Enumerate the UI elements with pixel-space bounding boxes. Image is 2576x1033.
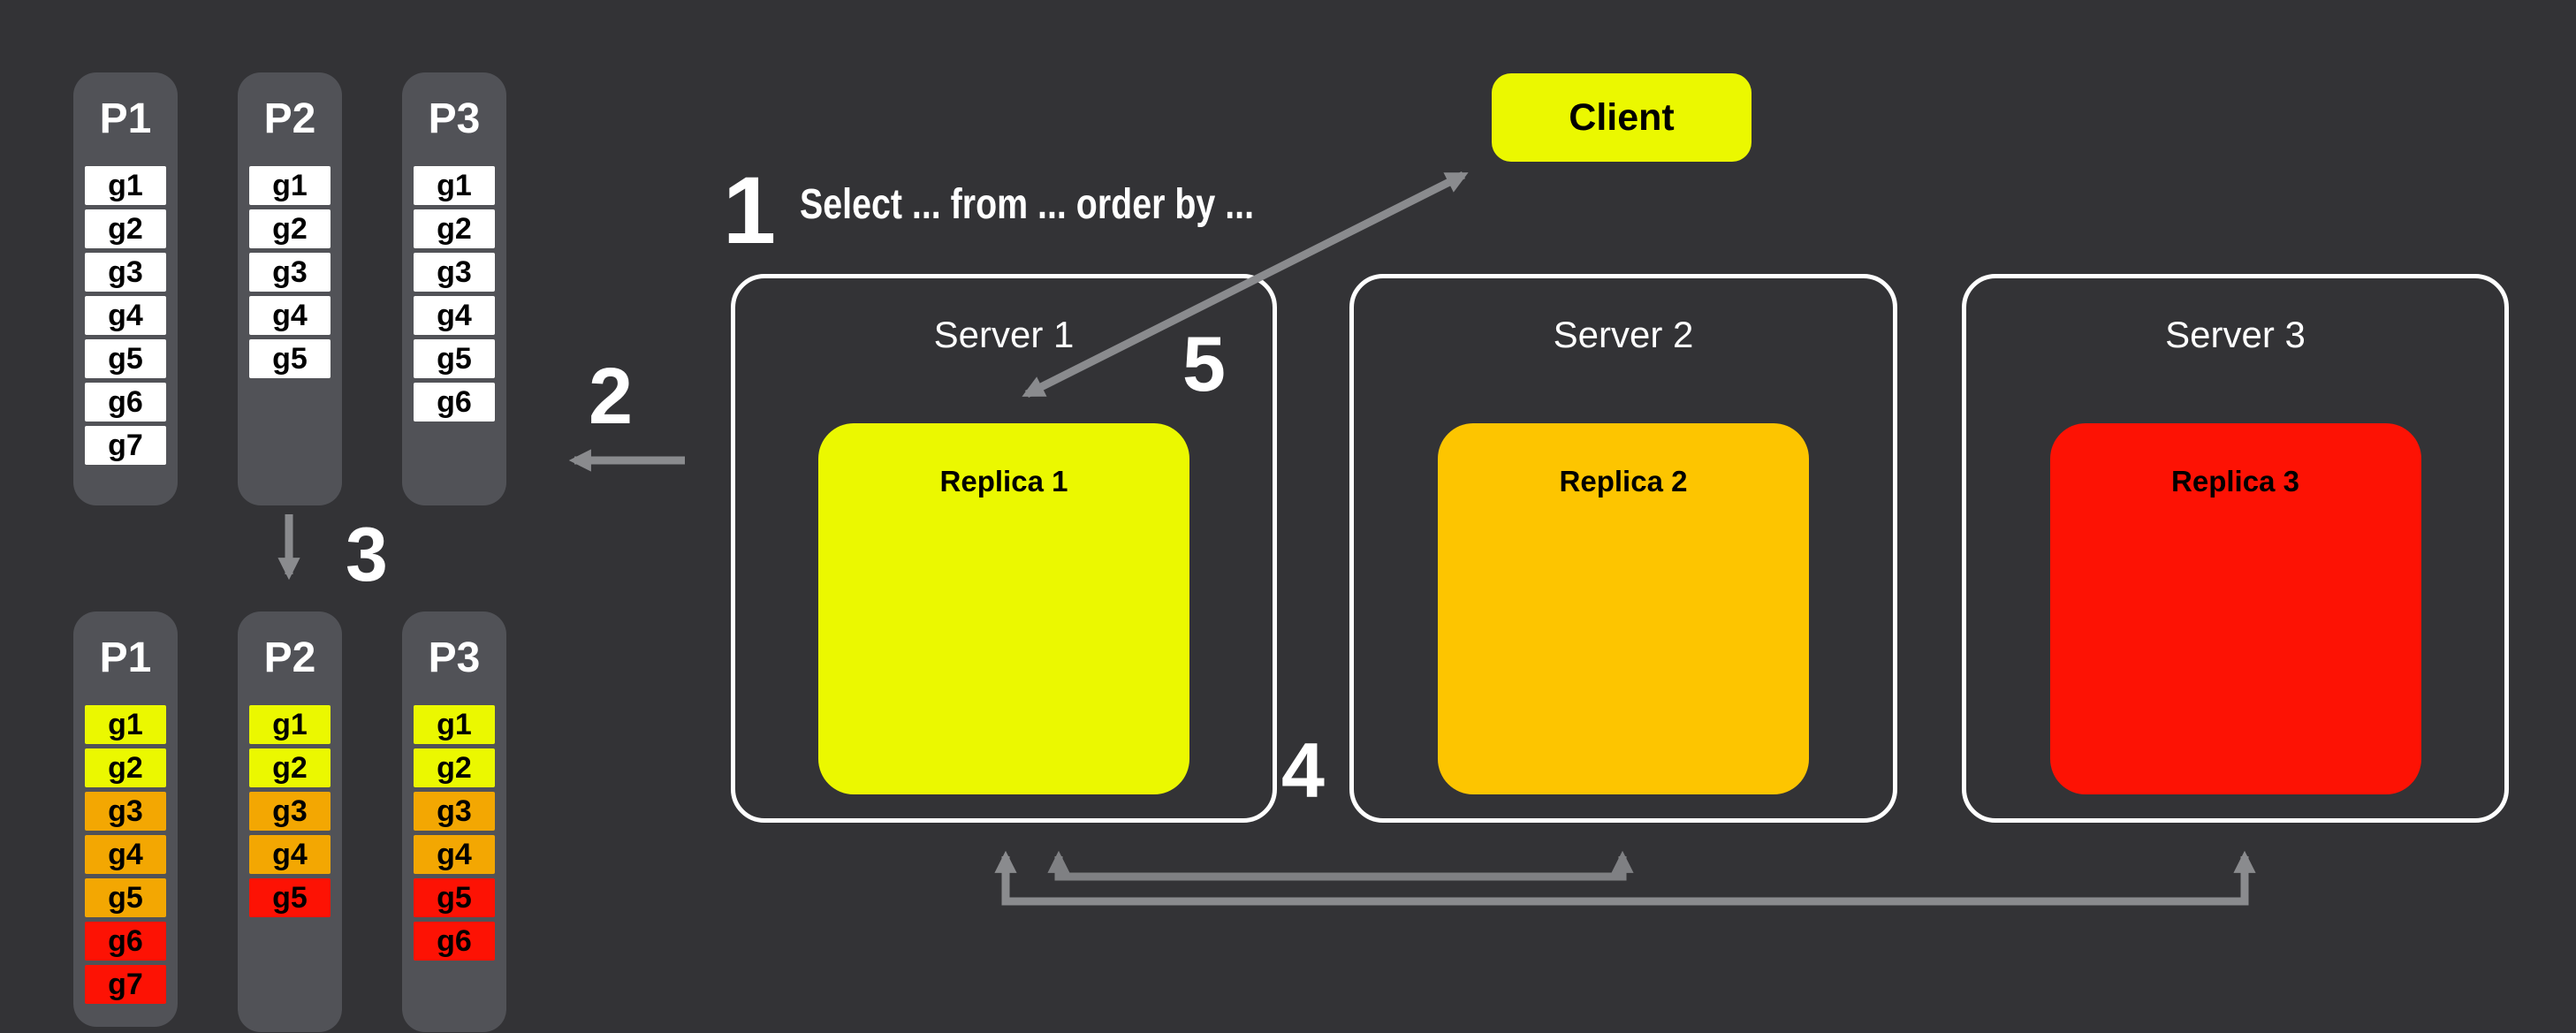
shard-cell: g1: [249, 705, 331, 744]
shard-cell: g5: [85, 339, 166, 378]
shard-cell: g3: [85, 253, 166, 292]
shard-cell: g6: [414, 383, 495, 422]
shard-cell: g2: [85, 209, 166, 248]
shard-cell: g7: [85, 965, 166, 1004]
shard-cell: g4: [85, 835, 166, 874]
shard-cell: g2: [249, 209, 331, 248]
replica-title: Replica 2: [1559, 465, 1688, 498]
shard-cell: g3: [85, 792, 166, 831]
shard-cell: g1: [414, 705, 495, 744]
shard-list: g1 g2 g3 g4 g5 g6: [414, 166, 495, 422]
partition-after-p3: P3 g1 g2 g3 g4 g5 g6: [402, 611, 506, 1032]
step-2-number: 2: [589, 353, 634, 441]
replica-title: Replica 1: [939, 465, 1068, 498]
step-4-number: 4: [1281, 726, 1325, 814]
shard-cell: g7: [85, 426, 166, 465]
shard-cell: g4: [249, 296, 331, 335]
shard-cell: g2: [249, 748, 331, 787]
server-title: Server 3: [2165, 314, 2306, 355]
shard-cell: g5: [85, 878, 166, 917]
query-text: Select ... from ... order by ...: [800, 181, 1255, 228]
shard-cell: g2: [85, 748, 166, 787]
client-box: Client: [1492, 73, 1752, 162]
shard-cell: g1: [249, 166, 331, 205]
shard-cell: g2: [414, 748, 495, 787]
partition-before-p3: P3 g1 g2 g3 g4 g5 g6: [402, 72, 506, 505]
shard-list: g1 g2 g3 g4 g5 g6: [414, 705, 495, 961]
shard-cell: g4: [414, 835, 495, 874]
shard-cell: g4: [85, 296, 166, 335]
shard-list: g1 g2 g3 g4 g5: [249, 705, 331, 917]
server-title: Server 1: [933, 314, 1075, 355]
server-title: Server 2: [1553, 314, 1694, 355]
server-3-box: Server 3 Replica 3: [1962, 274, 2509, 823]
shard-cell: g1: [85, 705, 166, 744]
server-2-box: Server 2 Replica 2: [1349, 274, 1897, 823]
partition-title: P3: [428, 634, 481, 681]
partition-before-p2: P2 g1 g2 g3 g4 g5: [238, 72, 342, 505]
server-1-box: Server 1 Replica 1: [731, 274, 1277, 823]
shard-cell: g3: [249, 792, 331, 831]
shard-cell: g3: [414, 253, 495, 292]
partition-title: P2: [263, 634, 316, 681]
shard-list: g1 g2 g3 g4 g5 g6 g7: [85, 705, 166, 1004]
replication-arrow-server1-server3: [994, 850, 2256, 906]
shard-cell: g6: [414, 922, 495, 961]
step-1-number: 1: [723, 156, 777, 263]
shard-cell: g2: [414, 209, 495, 248]
replica-title: Replica 3: [2171, 465, 2299, 498]
replication-arrow-server1-server2: [1047, 850, 1634, 881]
partition-title: P3: [428, 95, 481, 142]
shard-cell: g3: [249, 253, 331, 292]
partition-before-p1: P1 g1 g2 g3 g4 g5 g6 g7: [73, 72, 178, 505]
shard-cell: g3: [414, 792, 495, 831]
shard-cell: g4: [414, 296, 495, 335]
replica-2-box: Replica 2: [1438, 423, 1809, 794]
shard-list: g1 g2 g3 g4 g5 g6 g7: [85, 166, 166, 465]
shard-cell: g1: [414, 166, 495, 205]
shard-list: g1 g2 g3 g4 g5: [249, 166, 331, 378]
partition-after-p2: P2 g1 g2 g3 g4 g5: [238, 611, 342, 1032]
shard-cell: g4: [249, 835, 331, 874]
step-3-number: 3: [346, 513, 388, 597]
shard-cell: g1: [85, 166, 166, 205]
client-label: Client: [1569, 95, 1675, 139]
shard-cell: g5: [414, 878, 495, 917]
shard-cell: g6: [85, 922, 166, 961]
shard-cell: g6: [85, 383, 166, 422]
shard-cell: g5: [249, 878, 331, 917]
partition-title: P2: [263, 95, 316, 142]
replica-3-box: Replica 3: [2049, 423, 2421, 794]
shard-cell: g5: [414, 339, 495, 378]
shard-cell: g5: [249, 339, 331, 378]
partition-title: P1: [99, 95, 152, 142]
partition-after-p1: P1 g1 g2 g3 g4 g5 g6 g7: [73, 611, 178, 1027]
partition-title: P1: [99, 634, 152, 681]
replica-1-box: Replica 1: [818, 423, 1189, 794]
